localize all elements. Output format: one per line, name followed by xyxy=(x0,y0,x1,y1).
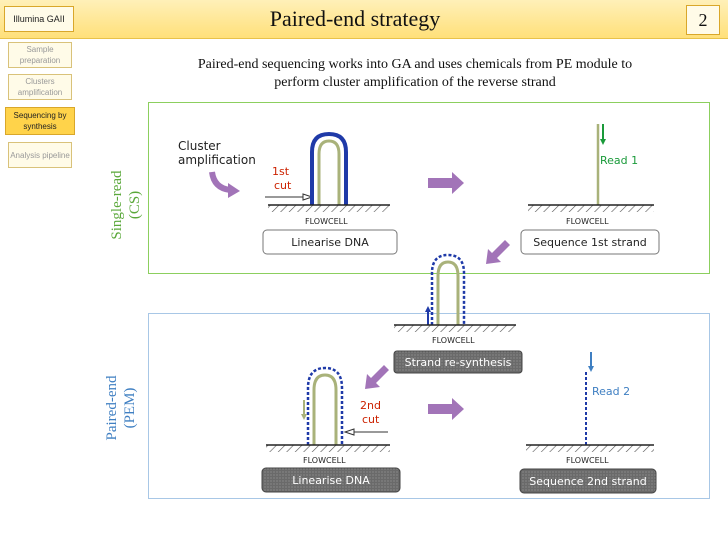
sequence-1st-box xyxy=(520,229,660,255)
read2-label: Read 2 xyxy=(592,385,630,398)
cluster-arrow-head xyxy=(228,183,240,198)
linearise-dna-label-1: Linearise DNA xyxy=(291,236,369,249)
resynthesis-outer-dashed-strand xyxy=(430,253,466,325)
resynthesis-primer-head xyxy=(425,306,431,312)
flowcell-hatch-4 xyxy=(266,445,390,452)
second-cut-line1: 2nd xyxy=(360,399,381,412)
nav-item-sequencing-by-synthesis[interactable]: Sequencing by synthesis xyxy=(5,107,75,135)
step-arrow-right-2 xyxy=(428,398,464,420)
read2-direction-head xyxy=(588,366,594,372)
linearise-dna-box-2 xyxy=(261,467,401,493)
first-cut-arrow-head xyxy=(302,193,314,201)
intro-text: Paired-end sequencing works into GA and … xyxy=(197,57,633,90)
second-cut-line2: cut xyxy=(362,413,380,426)
step-arrow-down-left-1 xyxy=(486,240,510,264)
flowcell-hatch-3 xyxy=(394,325,516,332)
pem-hairpin-inner-strand xyxy=(312,373,338,445)
sequence-1st-label: Sequence 1st strand xyxy=(533,236,647,249)
strand-resynthesis-box xyxy=(393,350,523,374)
strand-resynthesis-label: Strand re-synthesis xyxy=(405,356,512,369)
flowcell-hatch-2 xyxy=(528,205,654,212)
cluster-amplification-line2: amplification xyxy=(178,153,256,167)
pem-olive-direction-head xyxy=(301,414,307,420)
single-read-panel xyxy=(148,102,710,274)
nav-item-analysis-pipeline[interactable]: Analysis pipeline xyxy=(8,142,72,168)
resynthesis-inner-strand xyxy=(436,260,460,325)
hairpin-outer-strand xyxy=(310,131,348,205)
flowcell-label-2: FLOWCELL xyxy=(566,217,609,226)
header-bar xyxy=(0,0,728,39)
step-arrow-down-left-2 xyxy=(365,365,389,389)
step-arrow-right-1 xyxy=(428,172,464,194)
flowcell-label-3: FLOWCELL xyxy=(432,336,475,345)
slide-title: Paired-end strategy xyxy=(269,6,441,31)
flowcell-label-5: FLOWCELL xyxy=(566,456,609,465)
nav-item-sample-preparation[interactable]: Sample preparation xyxy=(8,42,72,68)
cluster-curved-arrow xyxy=(209,171,231,193)
flowcell-hatch-1 xyxy=(268,205,390,212)
flowcell-label-1: FLOWCELL xyxy=(305,217,348,226)
linearise-dna-box-1 xyxy=(262,229,398,255)
linearise-dna-label-2: Linearise DNA xyxy=(292,474,370,487)
first-cut-line2: cut xyxy=(274,179,292,192)
first-cut-line1: 1st xyxy=(272,165,290,178)
cluster-amplification-line1: Cluster xyxy=(178,139,221,153)
page-number: 2 xyxy=(686,5,720,35)
flowcell-hatch-5 xyxy=(526,445,654,452)
sequence-2nd-box xyxy=(519,468,657,494)
flowcell-label-4: FLOWCELL xyxy=(303,456,346,465)
pem-hairpin-outer-dashed-strand xyxy=(306,366,344,445)
nav-item-clusters-amplification[interactable]: Clusters amplification xyxy=(8,74,72,100)
sequence-2nd-label: Sequence 2nd strand xyxy=(529,475,646,488)
read1-direction-head xyxy=(600,139,606,145)
read1-label: Read 1 xyxy=(600,154,638,167)
hairpin-inner-strand xyxy=(317,139,341,205)
second-cut-arrow-head xyxy=(343,428,355,436)
brand-label: Illumina GAII xyxy=(4,6,74,32)
